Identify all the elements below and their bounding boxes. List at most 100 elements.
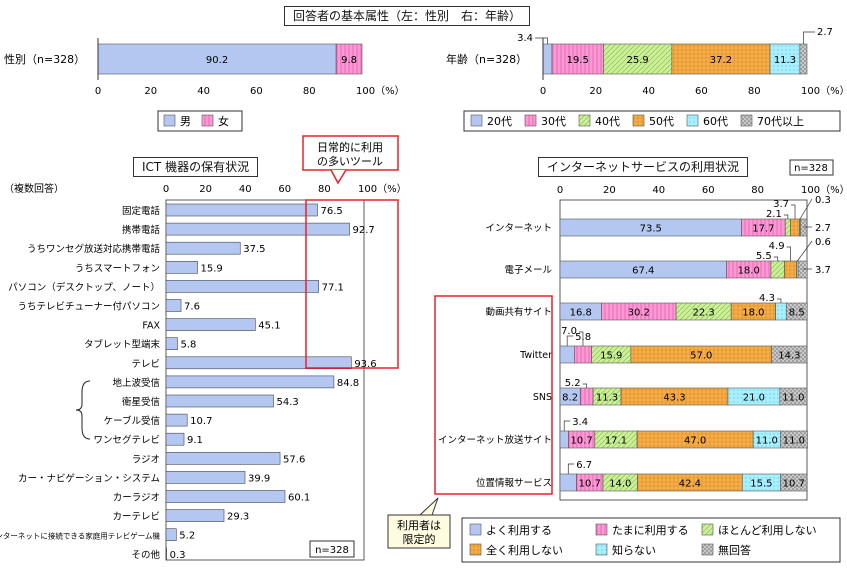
age-leader-line <box>803 31 815 44</box>
net-value-label: 10.7 <box>570 436 592 447</box>
ict-category-label: カーテレビ <box>112 512 160 523</box>
ict-bar <box>165 203 318 217</box>
net-value-label: 7.0 <box>561 326 577 337</box>
net-value-label: 21.0 <box>743 393 765 404</box>
callout-daily-text: の多いツール <box>317 154 383 168</box>
net-bar-segment <box>579 387 594 406</box>
net-bar-segment <box>770 260 785 279</box>
net-value-label: 18.0 <box>738 266 760 277</box>
ict-value-label: 84.8 <box>337 378 359 389</box>
net-leader-line <box>563 420 571 431</box>
age-leader-line <box>535 37 548 44</box>
net-value-label: 4.3 <box>759 293 775 304</box>
age-legend-label: 20代 <box>487 115 512 128</box>
net-tick-label: 40 <box>652 185 665 196</box>
ict-bar <box>165 222 350 236</box>
net-category-label: 電子メール <box>504 265 552 276</box>
gender-tick-label: 60 <box>250 86 263 97</box>
age-tick-label: 20 <box>589 86 602 97</box>
net-legend-swatch <box>469 523 482 536</box>
gender-legend-swatch <box>201 114 214 127</box>
age-tick-label: 0 <box>540 86 546 97</box>
net-tick-label: 100（%） <box>801 184 847 196</box>
gender-tick-label: 100（%） <box>356 85 405 97</box>
ict-category-label: 携帯電話 <box>122 224 161 236</box>
net-bar-segment <box>800 218 808 237</box>
age-legend-label: 70代以上 <box>757 115 804 128</box>
ict-value-label: 45.1 <box>258 321 280 332</box>
internet-title: インターネットサービスの利用状況 <box>538 157 749 177</box>
ict-category-label: インターネットに接続できる家庭用テレビゲーム機 <box>0 531 160 541</box>
net-leader-line <box>582 383 588 388</box>
net-category-label: インターネット <box>485 223 552 234</box>
ict-tick-label: 40 <box>239 184 252 195</box>
ict-tick-label: 0 <box>163 184 169 195</box>
ict-tick-label: 20 <box>199 184 212 195</box>
ict-bar <box>165 528 177 542</box>
callout-limited-text: 限定的 <box>403 532 436 546</box>
age-bar-segment <box>603 43 673 75</box>
ict-bar <box>165 394 274 408</box>
net-value-label: 11.0 <box>783 436 805 447</box>
net-bar-segment <box>780 430 808 449</box>
age-tick-label: 80 <box>748 86 761 97</box>
net-bar-segment <box>559 345 575 364</box>
ict-value-label: 37.5 <box>243 244 265 255</box>
age-value-label: 11.3 <box>774 55 796 66</box>
net-legend-swatch <box>595 543 608 556</box>
net-value-label: 15.9 <box>600 351 622 362</box>
ict-category-label: うちスマートフォン <box>75 263 160 274</box>
ict-bar <box>165 260 198 274</box>
age-legend-swatch <box>578 114 591 127</box>
net-value-label: 3.7 <box>815 265 831 276</box>
net-value-label: 4.9 <box>769 241 785 252</box>
net-bar-segment <box>559 430 569 449</box>
gender-tick-label: 0 <box>95 86 101 97</box>
net-value-label: 43.3 <box>663 393 685 404</box>
net-value-label: 10.7 <box>783 479 805 490</box>
net-value-label: 15.5 <box>750 479 772 490</box>
age-tick-label: 100（%） <box>801 85 847 97</box>
callout-limited-text: 利用者は <box>397 519 441 532</box>
ict-category-label: うちテレビチューナー付パソコン <box>17 302 160 313</box>
net-legend-box <box>461 517 841 563</box>
net-tick-label: 20 <box>603 185 616 196</box>
age-legend-swatch <box>470 114 483 127</box>
gender-legend-label: 女 <box>218 114 229 128</box>
ict-bar <box>165 547 167 561</box>
ict-bar <box>165 413 188 427</box>
ict-value-label: 15.9 <box>200 263 222 274</box>
ict-value-label: 5.8 <box>180 340 196 351</box>
net-legend-label: ほとんど利用しない <box>718 524 817 537</box>
ict-n-label: n=328 <box>315 545 349 556</box>
gender-legend-label: 男 <box>180 115 191 128</box>
ict-category-label: ワンセグテレビ <box>93 434 160 446</box>
ict-value-label: 77.1 <box>322 282 344 293</box>
ict-category-label: 衛星受信 <box>122 396 160 408</box>
net-legend-label: たまに利用する <box>612 524 689 537</box>
ict-tv-brace <box>75 380 91 440</box>
callout-daily-text: 日常的に利用 <box>317 140 383 154</box>
net-value-label: 17.1 <box>605 436 627 447</box>
demographics-title: 回答者の基本属性（左：性別 右：年齢） <box>284 6 531 26</box>
net-value-label: 2.7 <box>815 223 831 234</box>
ict-value-label: 9.1 <box>187 435 203 446</box>
age-legend-label: 50代 <box>649 115 674 128</box>
net-value-label: 42.4 <box>679 479 701 490</box>
net-leader-line <box>567 463 575 474</box>
net-leader-line <box>566 335 574 346</box>
net-value-label: 2.1 <box>766 209 782 220</box>
age-legend-label: 30代 <box>541 115 566 128</box>
age-bar-segment <box>551 43 604 75</box>
ict-bar <box>165 432 185 446</box>
age-legend-swatch <box>632 114 645 127</box>
net-category-label: Twitter <box>519 350 552 361</box>
net-legend-swatch <box>469 543 482 556</box>
net-value-label: 57.0 <box>690 351 712 362</box>
age-legend-swatch <box>686 114 699 127</box>
ict-bar <box>165 280 319 293</box>
ict-bar <box>165 509 225 522</box>
ict-bar <box>165 318 256 331</box>
ict-category-label: ラジオ <box>132 454 160 465</box>
